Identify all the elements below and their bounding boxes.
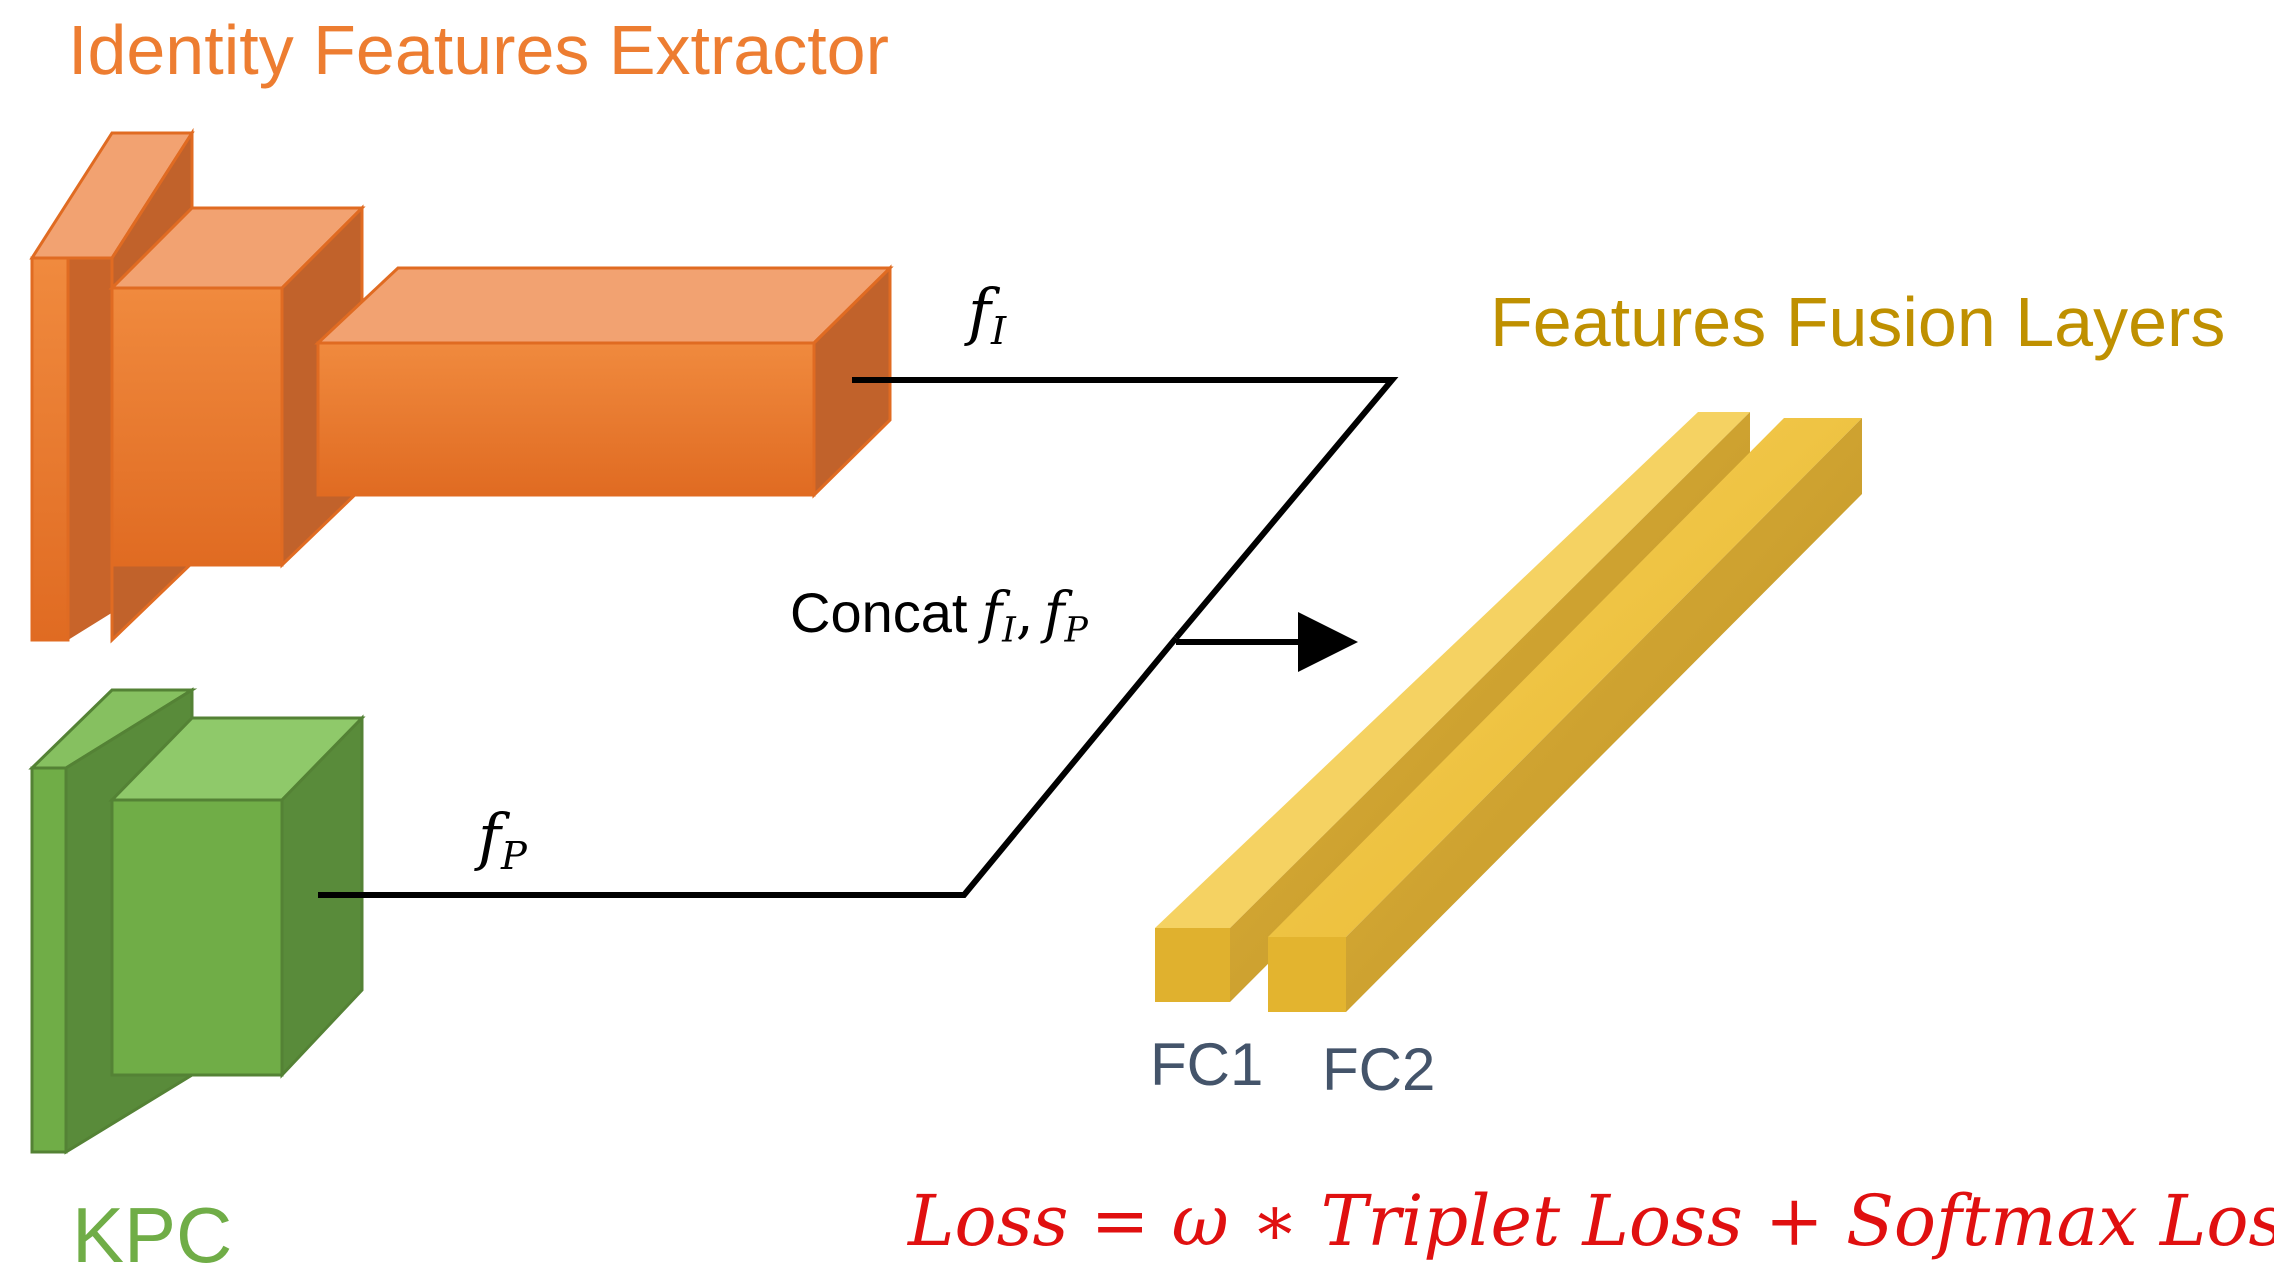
fusion-title: Features Fusion Layers xyxy=(1490,283,2226,361)
fP-label: fP xyxy=(478,800,527,879)
fc1-label: FC1 xyxy=(1150,1031,1264,1098)
fusion-bars xyxy=(1155,412,1862,1012)
connections xyxy=(318,377,1399,898)
extractor-layer-3 xyxy=(314,264,894,499)
fI-label: fI xyxy=(968,275,1007,354)
kpc-blocks xyxy=(28,687,366,1155)
fc1-bar xyxy=(1155,412,1750,1002)
fc2-label: FC2 xyxy=(1322,1036,1436,1103)
fI-line xyxy=(852,377,1399,640)
kpc-title: KPC xyxy=(72,1191,233,1279)
extractor-title: Identity Features Extractor xyxy=(68,11,889,89)
loss-formula: Loss = ω ∗ Triplet Loss + Softmax Loss xyxy=(908,1180,2274,1262)
identity-extractor-blocks xyxy=(29,127,894,644)
fP-line xyxy=(318,636,1179,898)
fc2-bar xyxy=(1268,418,1862,1012)
